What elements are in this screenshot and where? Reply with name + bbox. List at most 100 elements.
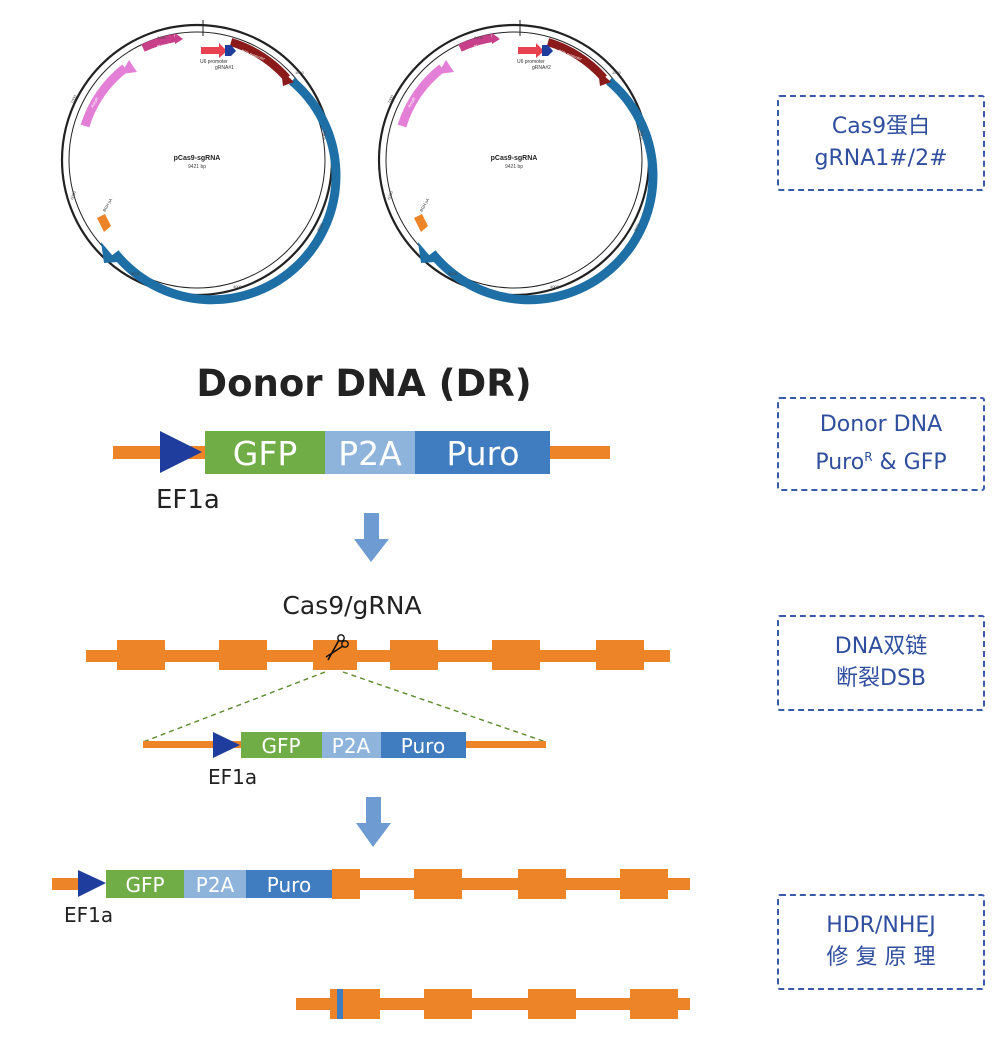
scissors-icon	[325, 634, 349, 661]
u6-promoter-arrow	[518, 47, 536, 54]
puro-segment	[246, 870, 332, 898]
plasmid-inner-ring	[68, 31, 326, 289]
down-arrow	[356, 797, 391, 847]
donor-construct: GFP P2A Puro EF1a	[113, 431, 610, 515]
exon-block	[332, 869, 360, 899]
ampr-label: AmpR	[90, 96, 100, 108]
resistance-superscript: R	[864, 450, 873, 464]
ef1a-promoter-arrow	[160, 431, 202, 473]
puc-label: pUC ori	[157, 43, 171, 48]
genomic-dna	[86, 634, 670, 743]
down-arrow	[354, 513, 389, 562]
side-box-line: DNA双链	[834, 634, 928, 659]
ef1a-promoter-arrow	[213, 732, 240, 758]
insert-left-arm	[143, 741, 241, 748]
tick-label: 6000	[386, 190, 394, 201]
p2a-label: P2A	[338, 434, 402, 473]
tick-label: 8000	[157, 35, 167, 40]
gfp-text: & GFP	[872, 450, 947, 475]
side-box-line: Cas9蛋白	[831, 114, 931, 139]
puc-arrowhead	[175, 33, 183, 44]
p2a-segment	[325, 431, 415, 474]
grna-label: gRNA#2	[532, 65, 551, 71]
ampr-label: AmpR	[407, 96, 417, 108]
u6-label: U6 promoter	[517, 59, 545, 65]
exon-block	[518, 869, 566, 899]
cbh-promoter-arrow	[229, 38, 290, 81]
cas9-label: hCas9	[581, 240, 593, 252]
bgh-pa-arrow	[97, 214, 111, 232]
tick-label: 8000	[474, 35, 484, 40]
side-box-line: Donor DNA	[819, 412, 943, 437]
plasmid-map-1: pCas9-sgRNA 9421 bp U6 promoter gRNA#1 p…	[60, 20, 341, 305]
tick-label: 3000	[316, 222, 325, 233]
tick-label: 4000	[233, 284, 243, 289]
hdr-result: GFP P2A Puro EF1a	[52, 869, 690, 927]
insert-right-arm	[466, 741, 546, 748]
u6-arrowhead	[536, 43, 544, 58]
insertion-guide-right	[342, 671, 547, 743]
exon-block	[492, 640, 540, 670]
exon-block	[620, 869, 668, 899]
exon-block	[313, 640, 357, 670]
ampr-arrowhead	[438, 60, 454, 74]
side-box-dsb: DNA双链 断裂DSB	[777, 615, 985, 711]
p2a-segment	[322, 732, 381, 758]
puc-label: pUC ori	[474, 43, 488, 48]
bgh-label: BGH pA	[102, 197, 114, 212]
insertion-guide-left	[142, 671, 326, 743]
cas9-grna-label: Cas9/gRNA	[282, 591, 421, 620]
ef1a-label: EF1a	[208, 765, 257, 789]
cbh-arrowhead	[281, 70, 294, 86]
exon-block	[630, 989, 678, 1019]
puro-label: Puro	[267, 873, 311, 897]
gfp-segment	[106, 870, 184, 898]
cbh-arrowhead	[598, 70, 611, 86]
donor-insert: GFP P2A Puro EF1a	[143, 732, 546, 789]
exon-block	[596, 640, 644, 670]
puro-label: Puro	[401, 734, 445, 758]
plasmid-size: 9421 bp	[188, 164, 206, 170]
ampr-arrowhead	[121, 60, 137, 74]
bgh-label: BGH pA	[419, 197, 431, 212]
gfp-label: GFP	[125, 873, 164, 897]
side-box-donor-dna: Donor DNA PuroR & GFP	[777, 397, 985, 491]
donor-right-arm	[548, 446, 610, 459]
genomic-backbone	[86, 650, 670, 662]
hdr-left-arm	[52, 878, 82, 890]
exon-block	[414, 869, 462, 899]
side-box-hdr-nhej: HDR/NHEJ 修 复 原 理	[777, 894, 985, 990]
tick-label: 6000	[69, 190, 77, 201]
tick-label: 1000	[295, 70, 305, 75]
p2a-segment	[184, 870, 246, 898]
plasmid-map-2: pCas9-sgRNA 9421 bp U6 promoter gRNA#2 p…	[377, 20, 658, 305]
gfp-segment	[205, 431, 325, 474]
plasmid-name: pCas9-sgRNA	[491, 155, 538, 162]
ampr-arrow	[80, 64, 128, 128]
side-box-line: 断裂DSB	[836, 666, 926, 691]
puc-arrowhead	[492, 33, 500, 44]
bgh-pa-arrow	[414, 214, 428, 232]
plasmid-size: 9421 bp	[505, 164, 523, 170]
grna-feature-arrow	[225, 45, 236, 56]
u6-arrowhead	[219, 43, 227, 58]
puro-label: Puro	[446, 434, 519, 473]
exon-block	[117, 640, 165, 670]
cas9-arrowhead	[418, 242, 435, 263]
ef1a-label: EF1a	[64, 903, 113, 927]
p2a-label: P2A	[332, 734, 371, 758]
cas9-feature-arrow	[428, 77, 658, 305]
plasmid-name: pCas9-sgRNA	[174, 155, 221, 162]
side-box-line: PuroR & GFP	[815, 441, 946, 479]
tick-label: 5000	[131, 271, 141, 276]
donor-title: Donor DNA (DR)	[196, 362, 531, 405]
gfp-label: GFP	[233, 434, 297, 473]
exon-block	[390, 640, 438, 670]
plasmid-inner-ring	[385, 31, 643, 289]
cas9-label: hCas9	[264, 240, 276, 252]
nhej-result	[296, 989, 690, 1019]
grna-feature-arrow	[542, 45, 553, 56]
cas9-feature-arrow	[111, 77, 341, 305]
side-box-line: 修 复 原 理	[826, 945, 936, 970]
cbh-promoter-arrow	[546, 38, 607, 81]
